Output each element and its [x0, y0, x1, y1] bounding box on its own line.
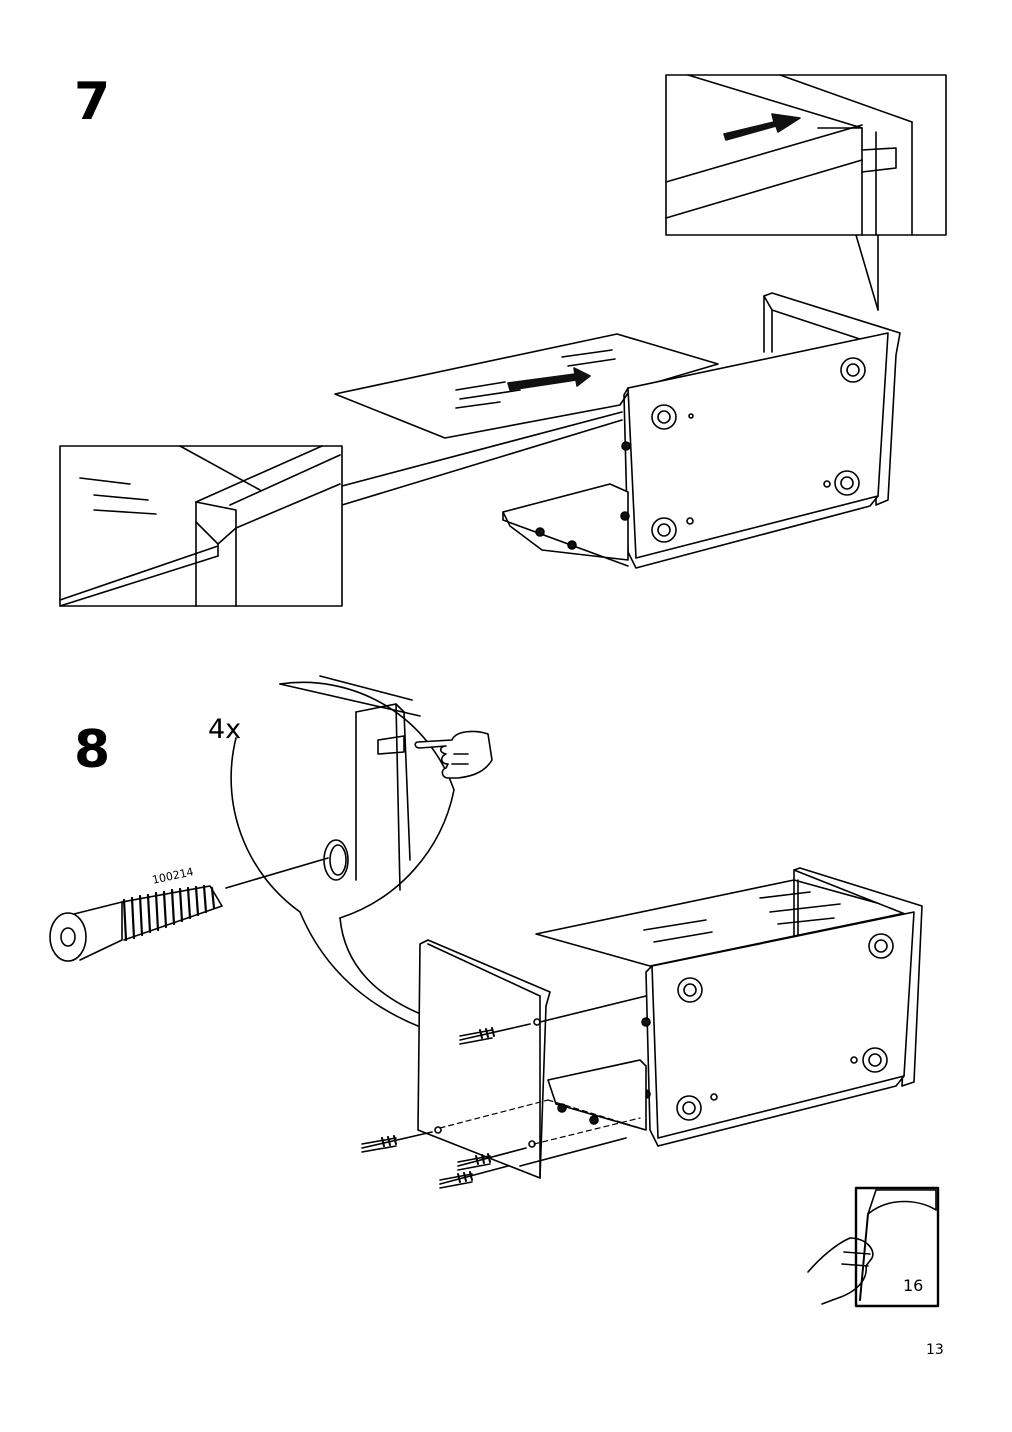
- pointing-hand-icon: [414, 730, 493, 779]
- next-page-reference[interactable]: 16: [903, 1276, 924, 1295]
- step-number-8: 8: [74, 720, 111, 780]
- step7-detail-top: [665, 74, 947, 311]
- turn-page-icon[interactable]: [807, 1186, 940, 1308]
- screw-icon: [361, 1023, 531, 1189]
- step-number-7: 7: [74, 72, 111, 132]
- step8-side-panel: [417, 939, 647, 1179]
- quantity-label: 4x: [208, 714, 242, 745]
- arrow-icon: [723, 113, 801, 141]
- step7-cabinet: [334, 292, 901, 569]
- screw-icon: [49, 884, 223, 962]
- step7-detail-left: [59, 445, 343, 607]
- arrow-icon: [507, 367, 591, 391]
- step8-cabinet: [535, 867, 923, 1147]
- page-number: 13: [926, 1342, 944, 1358]
